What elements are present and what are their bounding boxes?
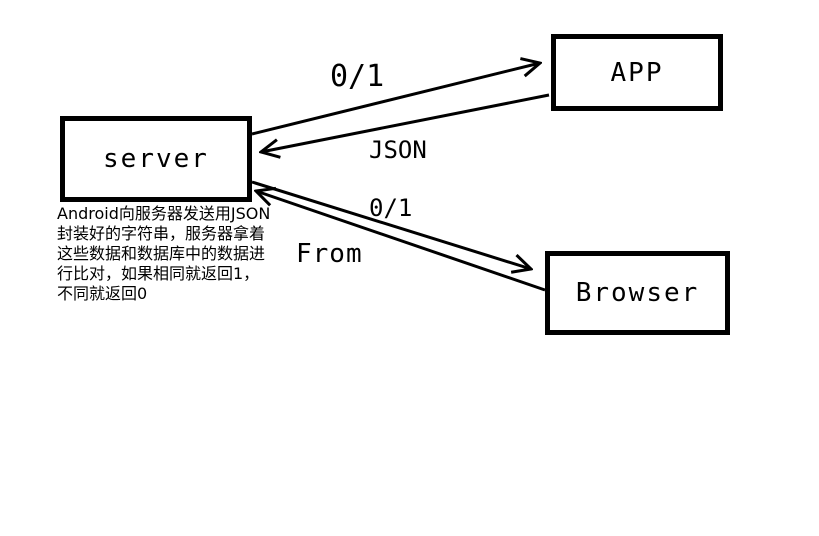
node-server-label: server [103,144,209,174]
node-app: APP [551,34,723,111]
node-server: server [60,116,252,202]
edge-label-browser-to-server: From [296,239,363,269]
node-app-label: APP [610,57,664,88]
edge-label-app-to-server: JSON [369,136,427,164]
node-browser: Browser [545,251,730,335]
edge-label-server-to-app: 0/1 [330,59,385,94]
arrow-app-to-server [261,93,550,152]
edge-label-server-to-browser: 0/1 [369,194,413,222]
arrow-server-to-app [251,63,540,136]
arrow-server-to-browser [251,180,531,269]
server-annotation-text: Android向服务器发送用JSON 封装好的字符串，服务器拿着 这些数据和数据… [57,204,271,303]
arrow-browser-to-server [256,191,546,292]
node-browser-label: Browser [575,278,700,308]
